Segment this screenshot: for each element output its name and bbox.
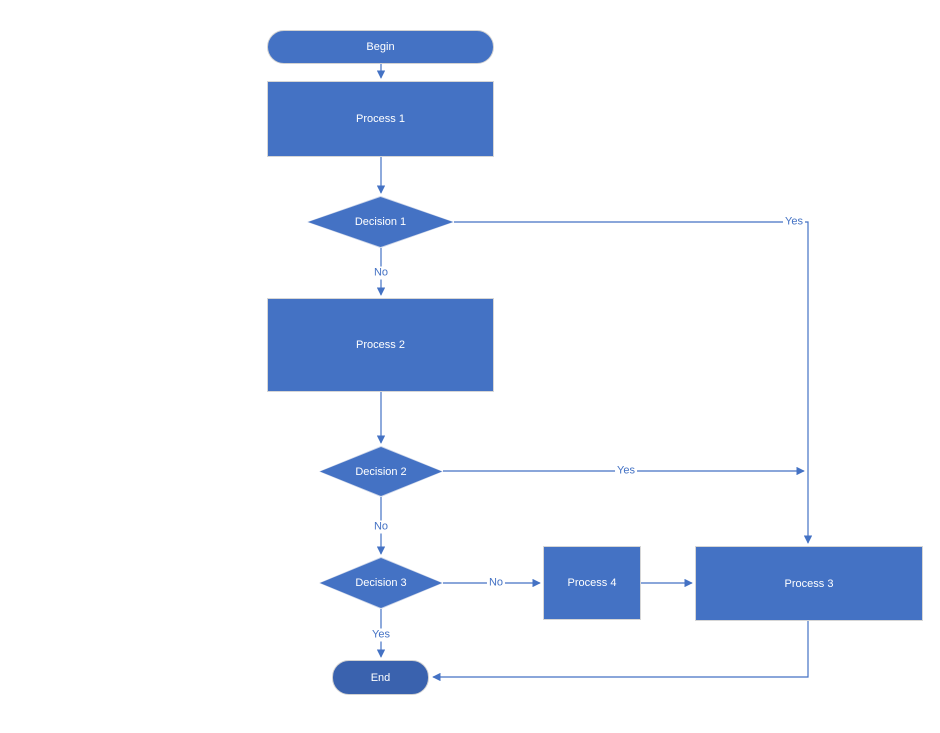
edge-label-decision2-no: No <box>371 520 391 534</box>
node-process4[interactable]: Process 4 <box>543 546 641 620</box>
node-decision3-label: Decision 3 <box>355 577 407 589</box>
edge-label-decision1-no: No <box>371 266 391 280</box>
edge-label-decision2-yes: Yes <box>615 464 637 478</box>
node-decision1-label: Decision 1 <box>354 216 407 228</box>
node-process3[interactable]: Process 3 <box>695 546 923 621</box>
node-end[interactable]: End <box>332 660 429 695</box>
edge-label-decision3-no: No <box>486 576 506 590</box>
edge-label-decision1-yes: Yes <box>783 215 805 229</box>
connector-decision1-yes-process3 <box>454 221 813 544</box>
node-begin[interactable]: Begin <box>267 30 494 64</box>
node-process3-label: Process 3 <box>784 577 834 590</box>
connector-process3-end <box>432 621 809 682</box>
node-decision2-label: Decision 2 <box>355 465 407 478</box>
node-process2[interactable]: Process 2 <box>267 298 494 392</box>
node-begin-label: Begin <box>366 41 395 53</box>
node-end-label: End <box>370 671 391 684</box>
node-process1-label: Process 1 <box>356 113 405 125</box>
edge-label-decision3-yes: Yes <box>370 628 392 642</box>
node-process2-label: Process 2 <box>356 339 405 351</box>
node-process1[interactable]: Process 1 <box>267 81 494 157</box>
node-process4-label: Process 4 <box>567 577 617 589</box>
